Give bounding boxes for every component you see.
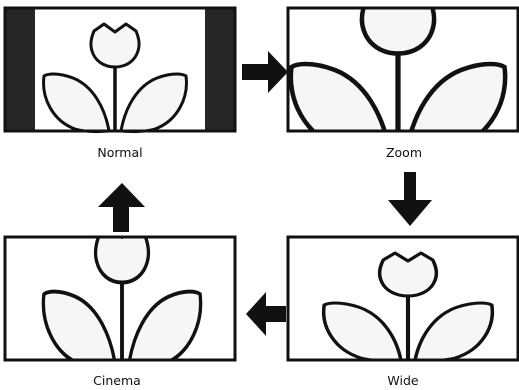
label-cinema: Cinema — [93, 373, 141, 388]
arrow-left-icon — [246, 292, 286, 336]
panel-zoom — [288, 0, 518, 150]
panel-cinema — [5, 227, 235, 367]
label-normal: Normal — [97, 145, 142, 160]
pillarbox-left — [5, 8, 35, 131]
label-zoom: Zoom — [386, 145, 422, 160]
arrow-up-icon — [98, 183, 145, 232]
arrow-down-icon — [388, 172, 432, 226]
label-wide: Wide — [387, 373, 418, 388]
panel-wide — [288, 237, 518, 361]
pillarbox-right — [205, 8, 235, 131]
arrow-right-icon — [242, 51, 288, 93]
panel-normal — [5, 8, 235, 132]
